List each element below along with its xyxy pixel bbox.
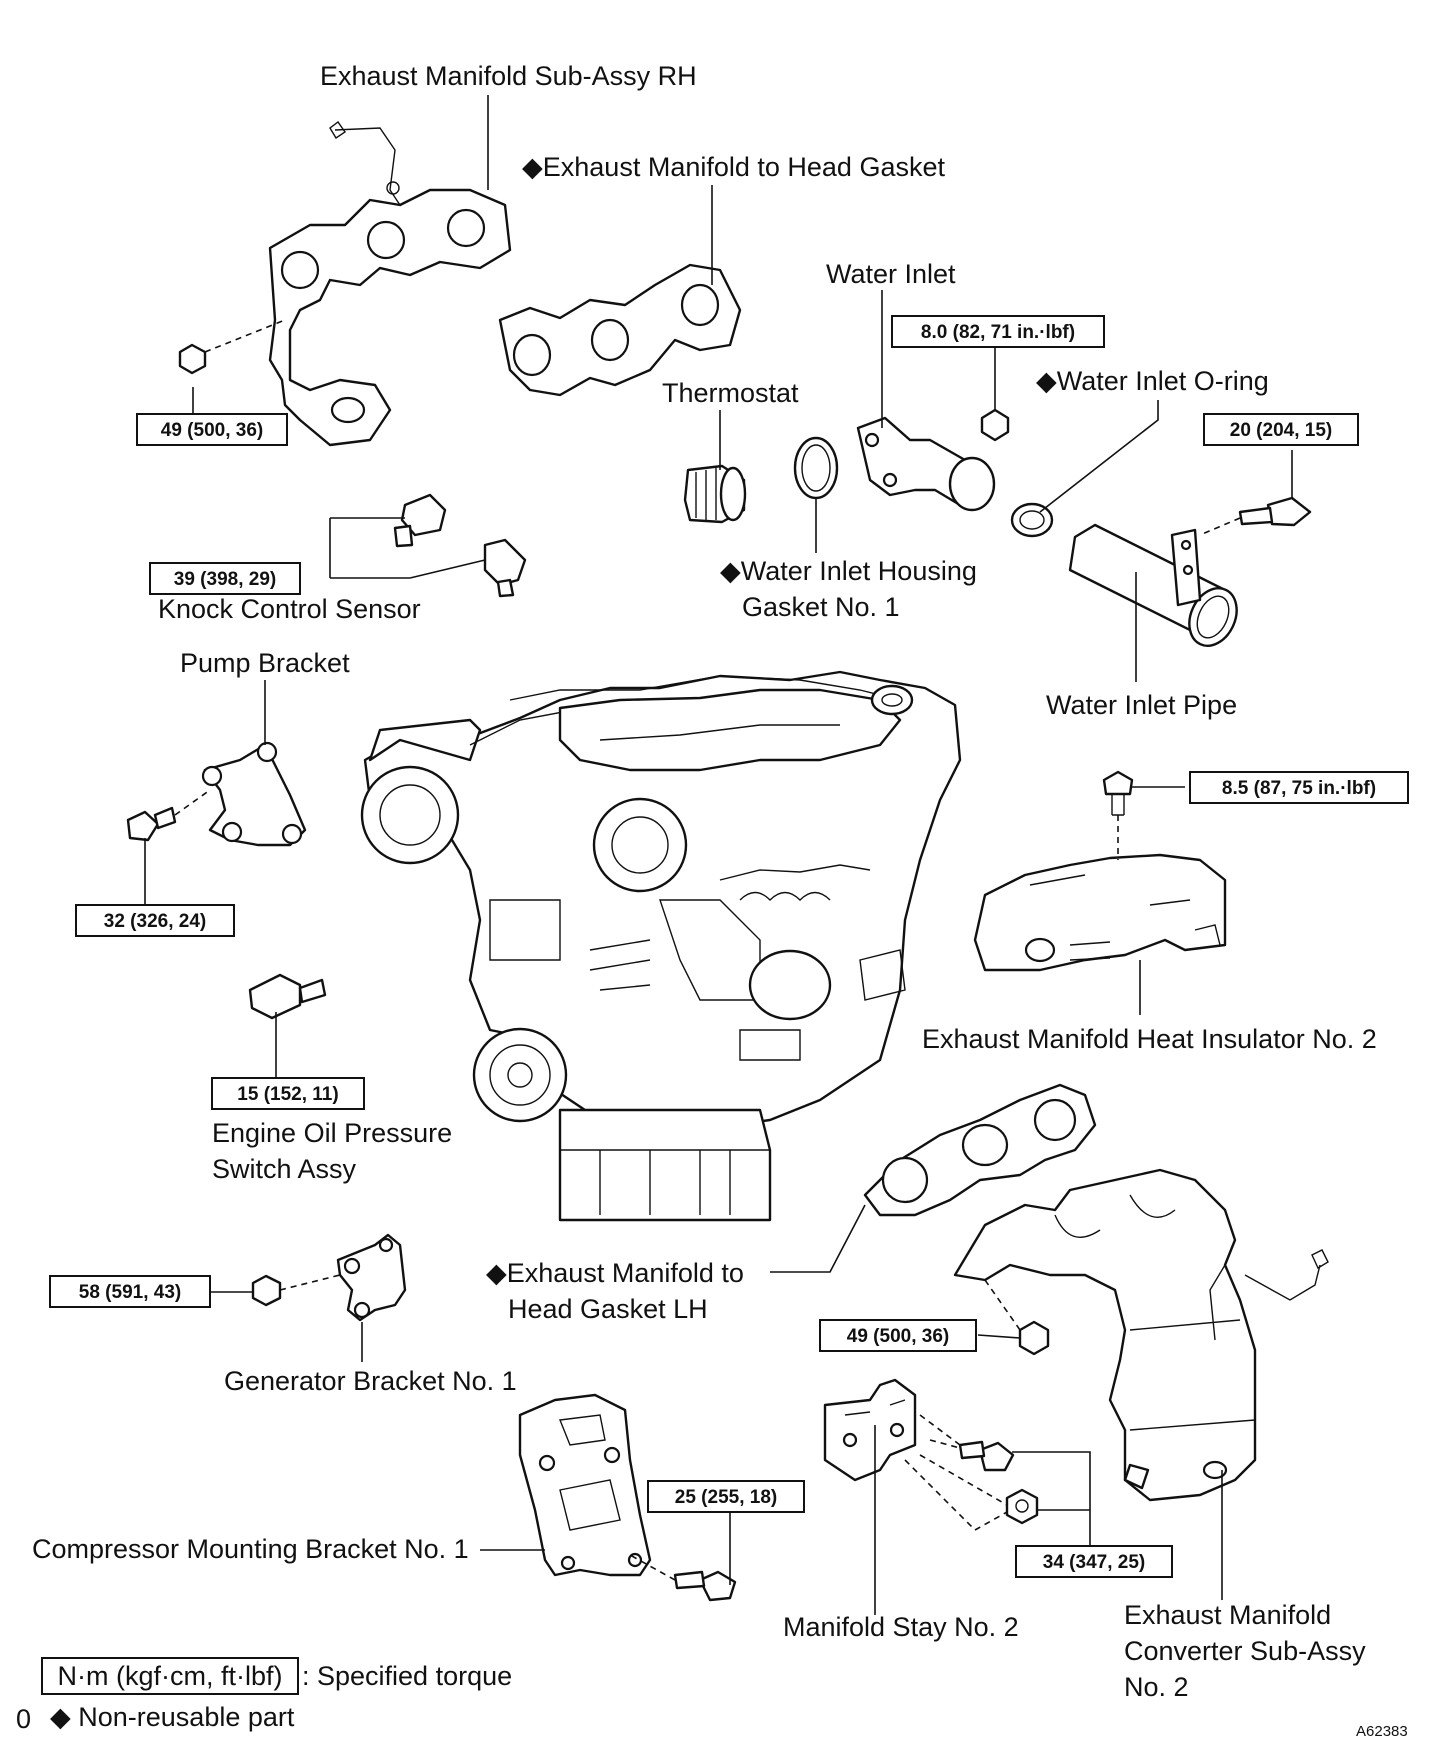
torque-knock-sensor: 39 (398, 29) bbox=[174, 569, 276, 590]
torque-rh-manifold-nut: 49 (500, 36) bbox=[161, 420, 263, 441]
gasket-rh bbox=[498, 263, 742, 397]
label-gasket-lh-1: ◆Exhaust Manifold to bbox=[486, 1258, 744, 1288]
figure-code: A62383 bbox=[1356, 1723, 1408, 1740]
torque-compressor-bolt: 25 (255, 18) bbox=[675, 1487, 777, 1508]
knock-sensor-2 bbox=[483, 538, 527, 598]
oil-pressure-switch bbox=[248, 973, 327, 1020]
legend-unit-box: N·m (kgf·cm, ft·lbf) bbox=[58, 1661, 283, 1691]
label-knock-sensor: Knock Control Sensor bbox=[158, 594, 421, 624]
pump-bracket-bolt bbox=[126, 789, 211, 842]
torque-pipe-bolt: 20 (204, 15) bbox=[1230, 420, 1332, 441]
torque-stay-bolts: 34 (347, 25) bbox=[1043, 1552, 1145, 1573]
pump-bracket bbox=[201, 741, 307, 847]
generator-bracket bbox=[336, 1233, 407, 1322]
pipe-bolt bbox=[1199, 496, 1312, 536]
exhaust-manifold-converter bbox=[953, 1168, 1329, 1502]
torque-oil-switch: 15 (152, 11) bbox=[237, 1084, 338, 1105]
label-oil-switch-1: Engine Oil Pressure bbox=[212, 1118, 452, 1148]
water-inlet-oring bbox=[1010, 502, 1054, 538]
torque-generator-nut: 58 (591, 43) bbox=[79, 1282, 181, 1303]
compressor-bracket bbox=[518, 1393, 652, 1577]
gasket-lh bbox=[863, 1083, 1097, 1217]
label-housing-gasket-1: ◆Water Inlet Housing bbox=[720, 556, 977, 586]
torque-pump-bracket-bolt: 32 (326, 24) bbox=[104, 911, 206, 932]
water-inlet-pipe bbox=[1068, 523, 1238, 647]
label-converter-1: Exhaust Manifold bbox=[1124, 1600, 1331, 1630]
exhaust-manifold-rh bbox=[268, 121, 512, 447]
label-water-inlet: Water Inlet bbox=[826, 259, 956, 289]
stay-bolt bbox=[919, 1414, 1015, 1472]
label-heat-insulator: Exhaust Manifold Heat Insulator No. 2 bbox=[922, 1024, 1377, 1054]
torque-water-inlet-nut: 8.0 (82, 71 in.·lbf) bbox=[921, 322, 1075, 343]
manifold-rh-nut bbox=[178, 319, 286, 375]
label-exhaust-manifold-rh: Exhaust Manifold Sub-Assy RH bbox=[320, 61, 697, 91]
water-inlet-housing-gasket bbox=[793, 436, 839, 500]
compressor-bolt bbox=[629, 1554, 737, 1602]
converter-nut bbox=[984, 1279, 1050, 1356]
label-gasket-rh: ◆Exhaust Manifold to Head Gasket bbox=[522, 152, 945, 182]
part-labels: Exhaust Manifold Sub-Assy RH ◆Exhaust Ma… bbox=[32, 61, 1377, 1702]
page-mark: 0 bbox=[16, 1704, 31, 1734]
thermostat bbox=[683, 464, 747, 524]
engine-block bbox=[360, 670, 962, 1222]
label-water-inlet-pipe: Water Inlet Pipe bbox=[1046, 690, 1237, 720]
torque-boxes: 49 (500, 36) 8.0 (82, 71 in.·lbf) 20 (20… bbox=[49, 315, 1409, 1578]
label-gasket-lh-2: Head Gasket LH bbox=[508, 1294, 708, 1324]
label-converter-3: No. 2 bbox=[1124, 1672, 1189, 1702]
label-generator-bracket: Generator Bracket No. 1 bbox=[224, 1366, 517, 1396]
water-inlet-nut bbox=[980, 408, 1010, 442]
stay-nut bbox=[904, 1454, 1039, 1531]
label-thermostat: Thermostat bbox=[662, 378, 799, 408]
legend-nonreusable: ◆ Non-reusable part bbox=[50, 1702, 295, 1732]
knock-sensor-1 bbox=[393, 493, 447, 548]
leader-lines bbox=[144, 95, 1293, 1615]
insulator-bolt bbox=[1102, 770, 1134, 860]
label-converter-2: Converter Sub-Assy bbox=[1124, 1636, 1366, 1666]
label-pump-bracket: Pump Bracket bbox=[180, 648, 350, 678]
torque-converter-nut: 49 (500, 36) bbox=[847, 1326, 949, 1347]
manifold-stay bbox=[823, 1378, 917, 1482]
generator-nut bbox=[251, 1274, 341, 1307]
torque-insulator-bolt: 8.5 (87, 75 in.·lbf) bbox=[1222, 778, 1376, 799]
label-housing-gasket-2: Gasket No. 1 bbox=[742, 592, 900, 622]
label-compressor-bracket: Compressor Mounting Bracket No. 1 bbox=[32, 1534, 469, 1564]
label-manifold-stay: Manifold Stay No. 2 bbox=[783, 1612, 1019, 1642]
label-oil-switch-2: Switch Assy bbox=[212, 1154, 357, 1184]
legend: N·m (kgf·cm, ft·lbf) : Specified torque … bbox=[16, 1657, 1408, 1740]
water-inlet bbox=[856, 416, 996, 512]
heat-insulator bbox=[973, 853, 1227, 972]
legend-unit-desc: : Specified torque bbox=[302, 1661, 512, 1691]
label-water-inlet-oring: ◆Water Inlet O-ring bbox=[1036, 366, 1269, 396]
